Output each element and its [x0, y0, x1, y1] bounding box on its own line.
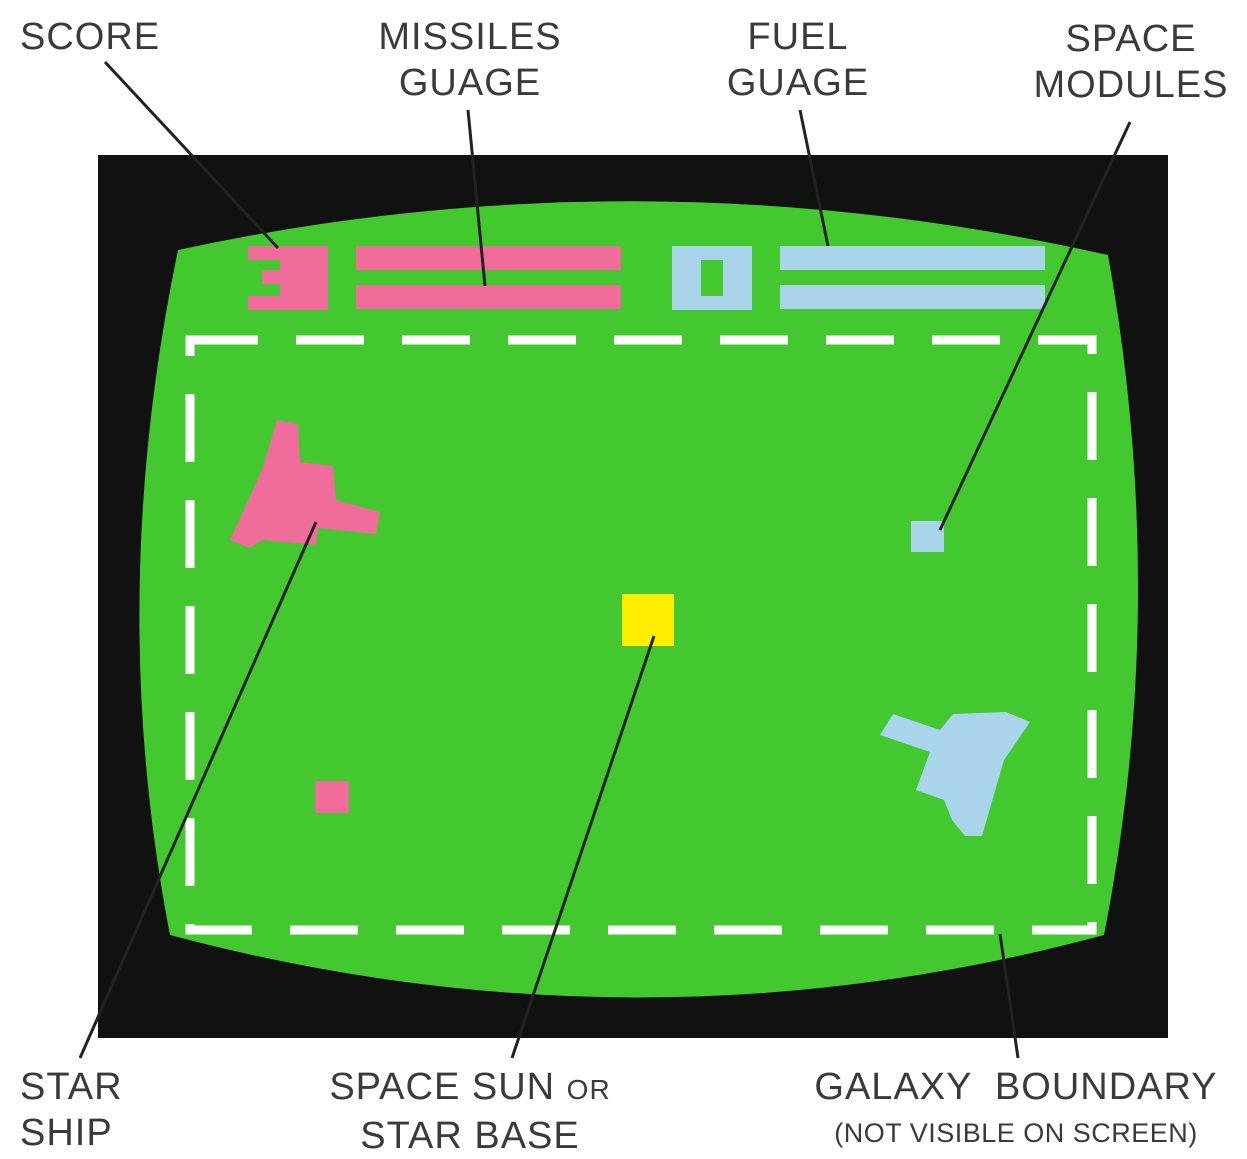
space-module — [911, 521, 944, 552]
sun-callout-line1: SPACE SUN OR — [300, 1064, 640, 1113]
fuel-gauge-callout: FUEL GUAGE — [718, 14, 878, 106]
sun-callout-name: SPACE SUN — [329, 1066, 555, 1108]
fuel-callout-line1: FUEL — [718, 14, 878, 60]
boundary-callout-title: GALAXY BOUNDARY — [796, 1064, 1236, 1110]
sun-callout-line2: STAR BASE — [300, 1113, 640, 1159]
star-ship-callout: STAR SHIP — [20, 1064, 123, 1156]
missiles-gauge-callout: MISSILES GUAGE — [370, 14, 570, 106]
space-sun — [622, 594, 674, 646]
space-sun-callout: SPACE SUN OR STAR BASE — [300, 1064, 640, 1159]
galaxy-boundary-callout: GALAXY BOUNDARY (NOT VISIBLE ON SCREEN) — [796, 1064, 1236, 1156]
ship-callout-line1: STAR — [20, 1064, 123, 1110]
modules-callout-line1: SPACE — [1026, 16, 1236, 62]
score-callout-label: SCORE — [20, 14, 160, 60]
sun-callout-or: OR — [567, 1074, 611, 1105]
ship-callout-line2: SHIP — [20, 1110, 123, 1156]
modules-callout-line2: MODULES — [1026, 62, 1236, 108]
enemy-score-hole — [701, 260, 723, 296]
missiles-callout-line1: MISSILES — [370, 14, 570, 60]
fuel-callout-line2: GUAGE — [718, 60, 878, 106]
boundary-callout-note: (NOT VISIBLE ON SCREEN) — [796, 1110, 1236, 1156]
space-modules-callout: SPACE MODULES — [1026, 16, 1236, 108]
score-callout: SCORE — [20, 14, 160, 60]
player-missile — [315, 781, 349, 813]
missiles-callout-line2: GUAGE — [370, 60, 570, 106]
